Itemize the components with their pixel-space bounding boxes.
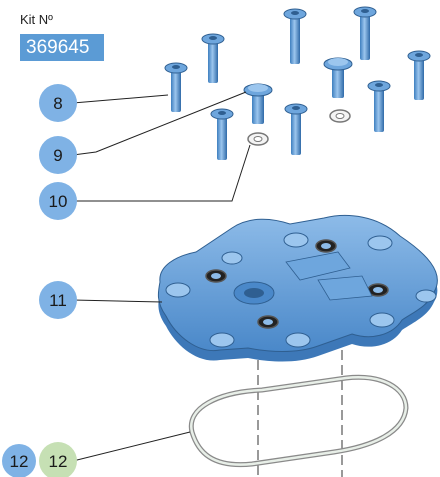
washer	[247, 132, 269, 146]
shoulder-screw	[243, 83, 273, 124]
kit-number-label: Kit Nº	[20, 12, 53, 27]
leader-lines	[72, 91, 251, 462]
callout-11-label: 11	[49, 291, 67, 310]
screw	[201, 33, 225, 83]
shoulder-screw	[323, 57, 353, 98]
kit-number-badge: 369645	[20, 34, 104, 61]
callout-12-green-label: 12	[49, 452, 68, 471]
callout-10: 10	[39, 182, 77, 220]
callout-8-label: 8	[53, 94, 62, 113]
screw	[407, 50, 431, 100]
screw	[164, 62, 188, 112]
screw-group	[164, 6, 431, 160]
callout-12-blue: 12	[2, 444, 36, 477]
callout-10-label: 10	[49, 192, 68, 211]
screw	[353, 6, 377, 60]
callout-12-blue-label: 12	[10, 452, 29, 471]
callout-11: 11	[39, 281, 77, 319]
assembly-axis-lines	[257, 335, 343, 477]
callout-8: 8	[39, 84, 77, 122]
callout-12-green: 12	[39, 442, 77, 477]
callout-9-label: 9	[53, 146, 62, 165]
gasket-ring	[188, 374, 409, 468]
screw	[284, 103, 308, 155]
screw	[367, 80, 391, 132]
screw	[210, 108, 234, 160]
callout-9: 9	[39, 136, 77, 174]
valve-plate	[157, 214, 438, 362]
washer	[329, 109, 351, 123]
screw	[283, 8, 307, 64]
